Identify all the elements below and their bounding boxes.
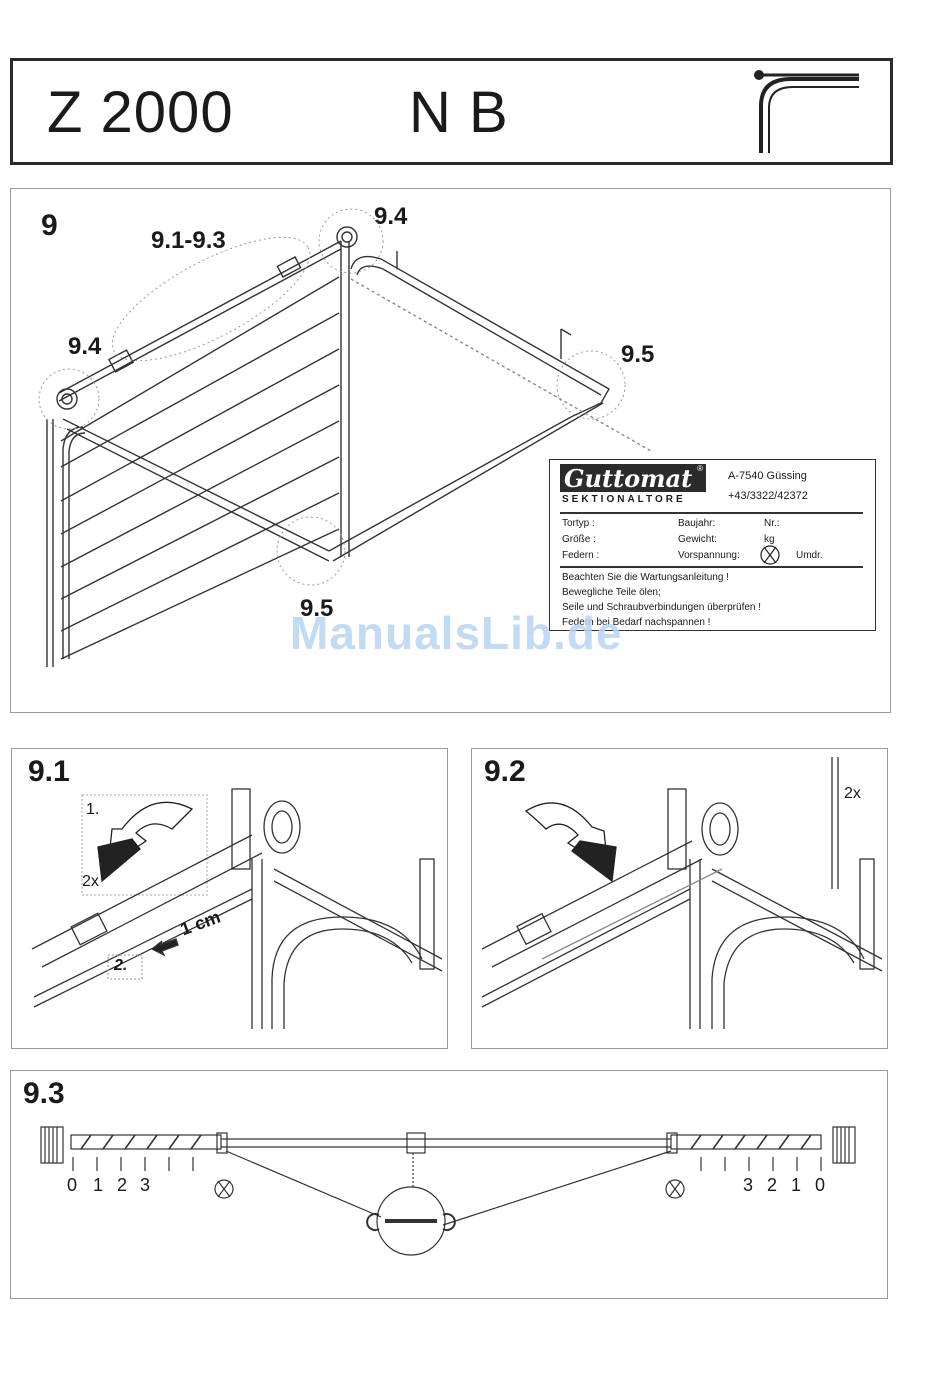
- step-9-3-panel: 9.3: [10, 1070, 888, 1299]
- scale-right-3: 3: [743, 1175, 754, 1195]
- divider: [560, 512, 863, 514]
- field-nr: Nr.:: [764, 518, 780, 529]
- field-kg: kg: [764, 534, 775, 545]
- registered-mark: ®: [697, 464, 703, 473]
- callout-9-4-top: 9.4: [374, 203, 408, 230]
- field-baujahr: Baujahr:: [678, 518, 716, 529]
- scale-right-0: 0: [815, 1175, 826, 1195]
- step-9-2-drawing: [481, 757, 883, 1029]
- field-tortyp: Tortyp :: [562, 518, 595, 529]
- callout-9-4-left: 9.4: [68, 333, 102, 360]
- brand-tagline: SEKTIONALTORE: [562, 494, 686, 505]
- step-9-1-drawing: [31, 788, 443, 1029]
- times-label: 2x: [844, 785, 861, 802]
- model-label: Z 2000: [47, 80, 234, 145]
- garage-door-drawing: [38, 208, 652, 667]
- note-line: Bewegliche Teile ölen;: [562, 587, 661, 598]
- scale-left-1: 1: [93, 1175, 104, 1195]
- callout-9-5-right: 9.5: [621, 341, 655, 368]
- scale-left-3: 3: [140, 1175, 151, 1195]
- variant-label: N B: [409, 80, 509, 145]
- step-9-1-panel: 9.1: [11, 748, 448, 1049]
- watermark: ManualsLib.de: [290, 607, 623, 659]
- brand-logo: Guttomat ®: [560, 464, 706, 493]
- callout-9-5-bottom: 9.5: [300, 595, 334, 622]
- field-federn: Federn :: [562, 550, 600, 561]
- step-9-2-panel: 9.2 2x: [471, 748, 888, 1049]
- note-line: Federn bei Bedarf nachspannen !: [562, 617, 711, 628]
- scale-left-2: 2: [117, 1175, 128, 1195]
- note-line: Beachten Sie die Wartungsanleitung !: [562, 572, 729, 583]
- divider: [560, 566, 863, 568]
- step-number: 9.1: [28, 755, 70, 788]
- scale-right-1: 1: [791, 1175, 802, 1195]
- scale-right-2: 2: [767, 1175, 778, 1195]
- section-number: 9: [41, 209, 58, 242]
- plate-address: A-7540 Güssing: [728, 470, 807, 482]
- field-umdr: Umdr.: [796, 550, 823, 561]
- step-1-label: 1.: [86, 801, 100, 818]
- name-plate: Guttomat ® SEKTIONALTORE A-7540 Güssing …: [549, 459, 876, 631]
- field-gewicht: Gewicht:: [678, 534, 717, 545]
- step-number: 9.3: [23, 1077, 65, 1110]
- title-block: Z 2000 N B: [10, 58, 893, 165]
- field-vorspannung: Vorspannung:: [678, 550, 740, 561]
- note-line: Seile und Schraubverbindungen überprüfen…: [562, 602, 762, 613]
- track-profile-icon: [754, 70, 859, 153]
- step-9-3-drawing: [40, 1126, 856, 1256]
- step-number: 9.2: [484, 755, 526, 788]
- overview-panel: 9 9.1-9.3 9.4 9.4 9.5 9.5: [10, 188, 891, 713]
- field-groesse: Größe :: [562, 534, 596, 545]
- plate-phone: +43/3322/42372: [728, 490, 808, 502]
- brand-name: Guttomat: [564, 464, 693, 493]
- scale-left-0: 0: [67, 1175, 78, 1195]
- times-label: 2x: [82, 873, 99, 890]
- cross-circle-icon: [760, 545, 780, 565]
- step-2-label: 2.: [114, 957, 128, 974]
- callout-9-1-9-3: 9.1-9.3: [151, 227, 226, 254]
